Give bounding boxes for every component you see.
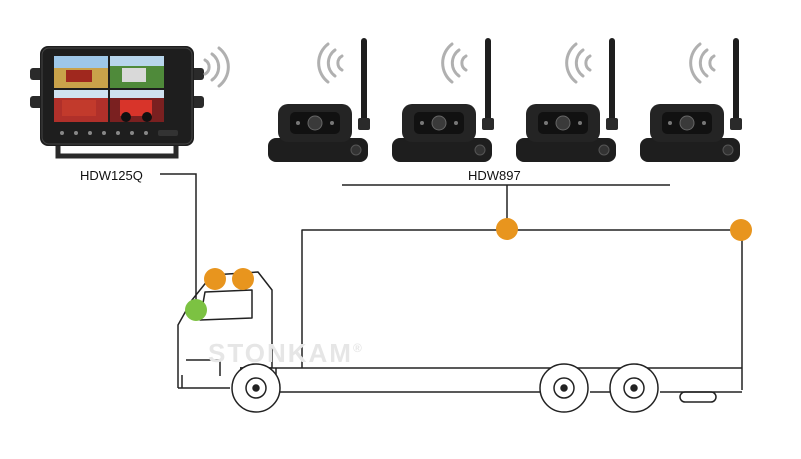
monitor-stand — [55, 142, 179, 159]
camera-lens — [307, 115, 323, 131]
rear-step — [679, 391, 717, 403]
camera-mount-node — [204, 268, 226, 290]
camera-mount-node — [496, 218, 518, 240]
truck-wheels — [231, 363, 659, 413]
monitor-buttons — [60, 130, 178, 136]
camera-antenna — [485, 38, 491, 124]
wireless-camera — [392, 38, 494, 162]
camera-antenna — [733, 38, 739, 124]
camera-base — [640, 138, 740, 162]
wifi-icon — [317, 42, 344, 84]
monitor-device — [30, 46, 204, 159]
cab-window — [199, 289, 253, 321]
wifi-icon — [565, 42, 592, 84]
camera-mount-node — [730, 219, 752, 241]
wireless-camera — [516, 38, 618, 162]
wifi-icon — [203, 46, 230, 88]
camera-group — [268, 38, 742, 162]
camera-lens — [431, 115, 447, 131]
camera-base — [392, 138, 492, 162]
monitor-connection-line — [160, 173, 197, 306]
camera-mount-node — [232, 268, 254, 290]
camera-model-label: HDW897 — [468, 168, 521, 183]
camera-base — [268, 138, 368, 162]
camera-lens — [679, 115, 695, 131]
wifi-icon — [441, 42, 468, 84]
monitor-mount-node — [185, 299, 207, 321]
wireless-camera — [640, 38, 742, 162]
monitor-screen — [54, 56, 164, 122]
camera-antenna — [361, 38, 367, 124]
wifi-icon — [689, 42, 716, 84]
trailer-box — [301, 229, 743, 390]
camera-antenna — [609, 38, 615, 124]
camera-lens — [555, 115, 571, 131]
wireless-camera — [268, 38, 370, 162]
monitor-model-label: HDW125Q — [80, 168, 143, 183]
watermark-logo: STONKAM® — [208, 338, 364, 368]
camera-nodes — [204, 218, 752, 290]
camera-base — [516, 138, 616, 162]
